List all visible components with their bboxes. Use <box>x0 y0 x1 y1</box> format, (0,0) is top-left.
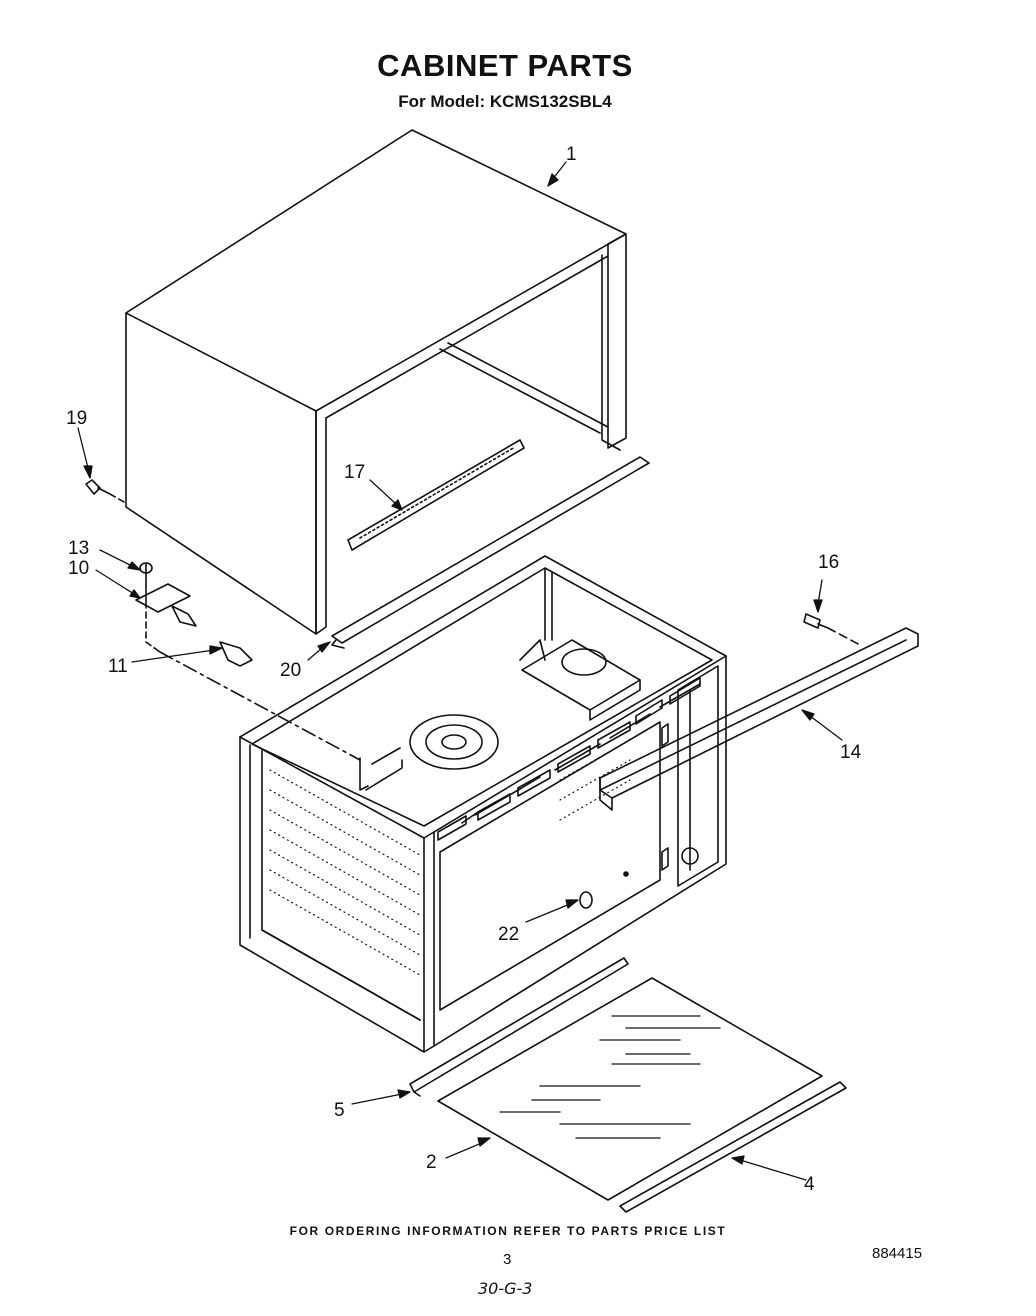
cabinet-shell <box>125 129 627 635</box>
chassis-frame <box>239 555 727 1053</box>
callout-14: 14 <box>840 742 862 763</box>
callout-20: 20 <box>280 660 301 681</box>
document-number: 884415 <box>872 1245 923 1262</box>
rail-17 <box>347 439 525 551</box>
screw-16 <box>803 613 863 647</box>
trim-14 <box>599 627 919 811</box>
callout-4: 4 <box>804 1174 815 1195</box>
callout-10: 10 <box>68 558 89 579</box>
model-subtitle: For Model: KCMS132SBL4 <box>398 92 612 111</box>
grille-trim-4 <box>619 1081 847 1213</box>
callout-11: 11 <box>108 656 128 677</box>
glass-panel-2 <box>437 977 823 1201</box>
callout-5: 5 <box>334 1100 345 1121</box>
callout-2: 2 <box>426 1152 437 1173</box>
callout-17: 17 <box>344 462 365 483</box>
grommet-22 <box>579 871 629 909</box>
callout-19: 19 <box>66 408 87 429</box>
callout-22: 22 <box>498 924 519 945</box>
page-title: CABINET PARTS <box>377 48 633 83</box>
rail-20 <box>331 456 650 649</box>
ordering-note: FOR ORDERING INFORMATION REFER TO PARTS … <box>289 1224 727 1238</box>
handwritten-note: 30-G-3 <box>478 1279 533 1298</box>
callout-13: 13 <box>68 538 89 559</box>
callout-16: 16 <box>818 552 839 573</box>
callout-1: 1 <box>566 144 577 165</box>
screw-19 <box>85 479 125 503</box>
grille-trim-5 <box>409 957 629 1097</box>
page-number: 3 <box>503 1251 512 1268</box>
leader-lines <box>77 161 843 1181</box>
lamp-assembly <box>135 562 361 761</box>
